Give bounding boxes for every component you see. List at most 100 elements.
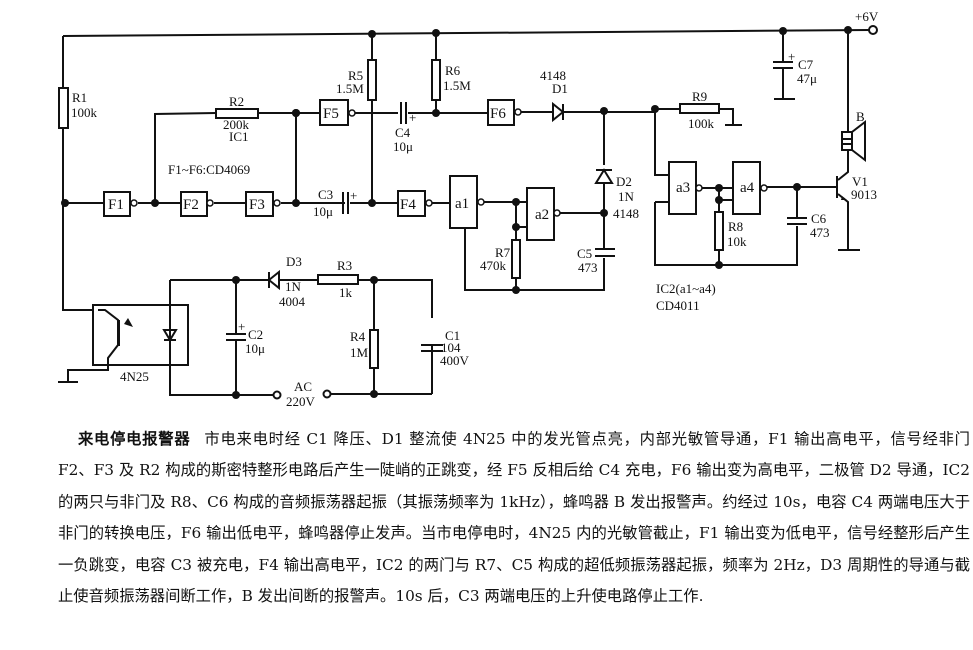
r3-value: 1k <box>339 285 353 300</box>
a4-output-wire <box>767 186 836 217</box>
a3-wire <box>640 111 798 266</box>
r8-value: 10k <box>727 234 747 249</box>
resistor-r9 <box>679 103 720 114</box>
speaker-horn <box>843 119 866 163</box>
circuit-description: 来电停电报警器市电来电时经 C1 降压、D1 整流使 4N25 中的发光管点亮，… <box>58 424 970 612</box>
c5-label: C5 <box>577 246 592 261</box>
d1-value: 4148 <box>540 68 566 83</box>
nand-bubble <box>695 184 703 192</box>
ac-voltage: 220V <box>286 394 316 409</box>
c6-value: 473 <box>810 225 830 240</box>
supply-rail <box>62 29 871 37</box>
r9-value: 100k <box>688 116 715 131</box>
gate-f3 <box>245 191 274 217</box>
left-wire <box>62 36 98 311</box>
resistor-r8 <box>714 211 724 251</box>
v1-wire <box>837 30 860 251</box>
gate-f3-label: F3 <box>249 197 265 213</box>
gate-a2-label: a2 <box>535 207 549 223</box>
resistor-r7 <box>511 239 521 279</box>
c4-label: C4 <box>395 125 411 140</box>
ac-terminal-2 <box>322 389 332 399</box>
opto-led-wire <box>169 279 236 396</box>
c4-value: 10μ <box>393 139 413 154</box>
junction <box>512 223 520 231</box>
c2-value: 10μ <box>245 341 265 356</box>
d2-value-2: 4148 <box>613 206 639 221</box>
gate-a3-label: a3 <box>676 180 690 196</box>
ac-terminal-1 <box>272 390 282 400</box>
gate-f6-label: F6 <box>490 106 506 122</box>
c5-value: 473 <box>578 260 598 275</box>
supply-label: +6V <box>855 9 879 24</box>
resistor-r6 <box>431 59 441 101</box>
description-body: 市电来电时经 C1 降压、D1 整流使 4N25 中的发光管点亮，内部光敏管导通… <box>58 430 970 606</box>
light-arrow <box>124 318 133 327</box>
capacitor-c3 <box>342 192 349 214</box>
ac-label: AC <box>294 379 312 394</box>
d2-wire <box>464 111 605 291</box>
resistor-r4 <box>369 329 379 369</box>
optocoupler-4n25 <box>92 304 189 366</box>
gate-f4-label: F4 <box>400 197 416 213</box>
c2-label: C2 <box>248 327 263 342</box>
gate-f1-label: F1 <box>108 197 124 213</box>
junction <box>432 29 440 37</box>
d2-value-1: 1N <box>618 189 635 204</box>
d3-r3-wire <box>236 279 433 394</box>
plus-sign: + <box>350 188 357 203</box>
plus-sign: + <box>788 49 795 64</box>
resistor-r1 <box>58 87 69 129</box>
c1-label: C1 <box>445 328 460 343</box>
r6-label: R6 <box>445 63 461 78</box>
gate-a4 <box>732 161 761 215</box>
r4-value: 1M <box>350 345 369 360</box>
r8-label: R8 <box>728 219 743 234</box>
ic2-note-1: IC2(a1~a4) <box>656 281 716 296</box>
r4-label: R4 <box>350 329 366 344</box>
r6-value: 1.5M <box>443 78 471 93</box>
resistor-r3 <box>317 274 359 285</box>
capacitor-c6 <box>787 217 807 225</box>
d1-label: D1 <box>552 81 568 96</box>
inverter-bubble <box>206 199 214 207</box>
junction <box>793 183 801 191</box>
r1-label: R1 <box>72 90 87 105</box>
capacitor-c7 <box>773 61 793 69</box>
gate-f4 <box>397 190 426 217</box>
buzzer-b <box>841 131 853 151</box>
junction <box>715 261 723 269</box>
c3-value: 10μ <box>313 204 333 219</box>
description-title: 来电停电报警器 <box>78 430 191 448</box>
c1-value: 104 <box>441 340 461 355</box>
r7-label: R7 <box>495 245 511 260</box>
gate-f6 <box>487 99 515 126</box>
opto-label: 4N25 <box>120 369 149 384</box>
inverter-bubble <box>130 199 138 207</box>
diode-d2 <box>594 168 614 184</box>
supply-terminal <box>868 25 878 35</box>
gate-a4-label: a4 <box>740 180 755 196</box>
capacitor-c1 <box>421 344 443 352</box>
r2-value: 200k <box>223 117 250 132</box>
inverter-bubble <box>514 108 522 116</box>
inverter-bubble <box>348 109 356 117</box>
r3-label: R3 <box>337 258 352 273</box>
capacitor-c2 <box>226 333 246 341</box>
diode-d1 <box>552 101 565 123</box>
c7-wire <box>774 31 795 100</box>
gate-f5-label: F5 <box>323 106 339 122</box>
c3-label: C3 <box>318 187 333 202</box>
v1-value: 9013 <box>851 187 877 202</box>
r9-wire <box>655 108 742 126</box>
r2-label: R2 <box>229 94 244 109</box>
capacitor-c5 <box>595 248 615 257</box>
resistor-r2 <box>215 108 259 119</box>
d2-label: D2 <box>616 174 632 189</box>
gate-f2-label: F2 <box>183 197 199 213</box>
junction <box>715 184 723 192</box>
r5-value: 1.5M <box>336 81 364 96</box>
c6-label: C6 <box>811 211 827 226</box>
circuit-schematic: +6V R1 100k F1 F2 F3 R2 200k IC1 F1~F6:C… <box>58 9 879 409</box>
gate-f5 <box>319 99 349 126</box>
